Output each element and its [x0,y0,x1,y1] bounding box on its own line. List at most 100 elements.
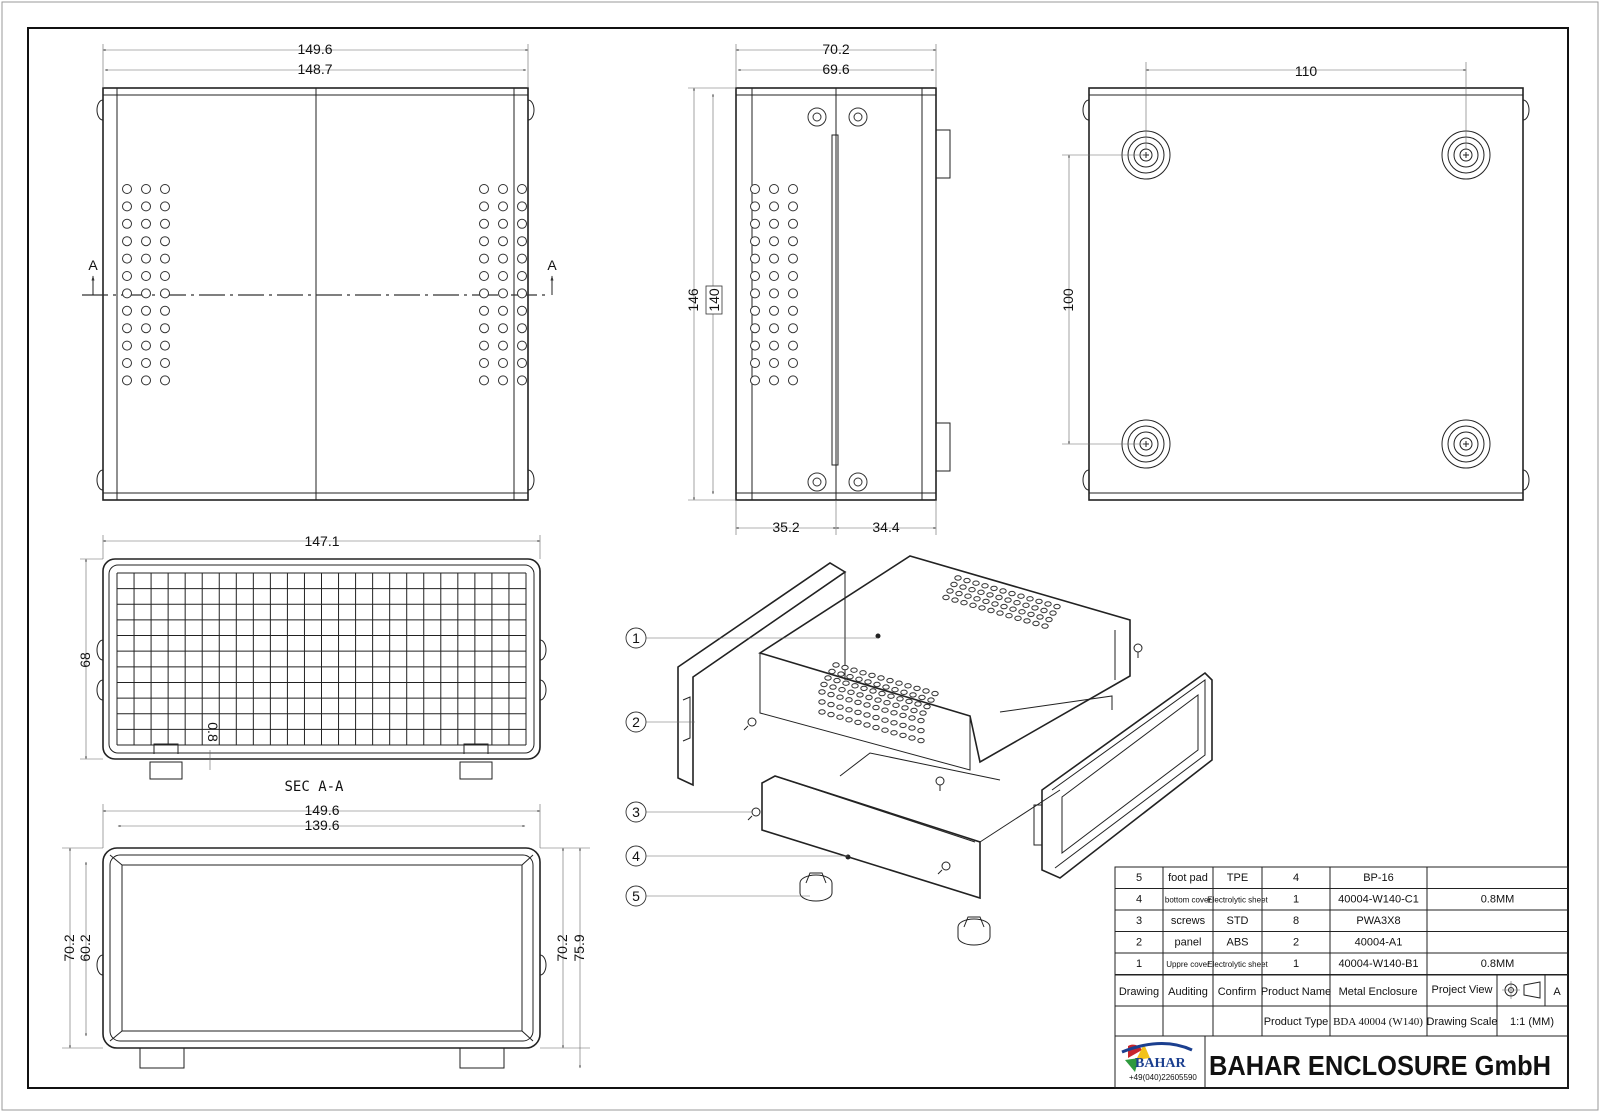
callout-bubble [625,845,647,867]
vent-hole [836,694,844,700]
vent-hole [917,717,925,724]
vent-hole [883,700,891,706]
vent-hole [479,218,489,229]
vent-hole [995,594,1003,601]
company-phone: +49(040)22605590 [1129,1073,1197,1082]
screws [743,643,1143,875]
vent-hole [769,236,779,247]
callout-number: 4 [632,848,640,864]
vent-hole [479,288,489,299]
vent-hole [836,714,844,720]
bom-cell: screws [1171,915,1206,927]
vent-hole [517,184,527,194]
vent-hole [909,692,917,698]
vent-hole [927,697,935,703]
vent-hole [788,236,798,247]
vent-hole [479,201,489,212]
vent-hole [498,236,508,247]
section-marker-right: A [547,257,557,273]
dim-foot-spacing-y: 100 [1060,288,1076,312]
vent-hole [479,305,489,316]
vent-hole [498,340,508,351]
vent-hole [788,340,798,351]
vent-hole [750,375,760,386]
vent-hole [964,593,972,599]
vent-hole [899,712,907,719]
vent-hole [141,323,151,334]
vent-hole [931,690,939,697]
vent-hole [498,288,508,299]
vent-holes-left [122,184,170,386]
bom-cell: 5 [1136,872,1142,884]
vent-hole [479,340,489,351]
bom-cell: 2 [1293,937,1299,949]
vent-hole [498,358,508,368]
vent-hole [954,575,962,581]
foot-pad-ring [1447,425,1485,463]
vent-hole [141,236,151,247]
label-auditing: Auditing [1168,986,1208,998]
vent-holes-right [479,184,527,386]
vent-hole [1009,606,1017,612]
bom-cell: BP-16 [1363,872,1394,884]
vent-hole [901,705,909,711]
vent-hole [951,597,959,603]
bom-cell: 40004-W140-B1 [1338,958,1418,970]
vent-hole [479,375,489,386]
vent-hole [517,236,527,247]
dim-section-wall: 0.8 [205,722,221,742]
vent-hole [769,218,779,229]
vent-hole [750,323,760,334]
vent-hole [160,236,170,247]
vent-hole [1026,596,1034,602]
vent-hole [769,288,779,299]
bom-cell: 1 [1293,958,1299,970]
dim-front-width-inner: 139.6 [304,817,339,833]
vent-hole [996,610,1004,616]
vent-hole [1023,618,1031,624]
vent-hole [863,712,871,718]
bom-cell: TPE [1227,872,1248,884]
vent-hole [122,201,132,212]
vent-hole [517,323,527,334]
vent-hole [963,577,971,584]
vent-hole [990,585,998,592]
vent-hole [820,681,828,688]
vent-hole [517,271,527,281]
vent-hole [141,184,151,194]
vent-hole [788,323,798,334]
vent-hole [498,305,508,316]
drawing-scale: 1:1 (MM) [1510,1016,1554,1028]
vent-hole [788,253,798,264]
vent-hole [160,340,170,351]
vent-hole [517,305,527,316]
vent-hole [968,587,976,593]
vent-hole [918,694,926,701]
vent-hole [788,271,798,281]
vent-hole [855,676,863,682]
bom-cell: foot pad [1168,872,1208,884]
bom-cell: STD [1227,915,1249,927]
bom-cell: 40004-A1 [1355,937,1403,949]
bom-cell: Uppre cover [1166,960,1210,969]
vent-hole [854,719,862,726]
vent-hole [769,253,779,264]
bom-cell: 8 [1293,915,1299,927]
vent-hole [981,583,989,589]
vent-hole [873,681,881,688]
vent-hole [141,218,151,229]
bom-cell: 2 [1136,937,1142,949]
bom-cell: 4 [1293,872,1299,884]
bom-cell: PWA3X8 [1356,915,1400,927]
top-view: 149.6 148.7 A A [82,41,557,501]
label-drawing: Drawing [1119,986,1159,998]
vent-hole [122,253,132,264]
vent-hole [1031,605,1039,611]
vent-hole [479,236,489,247]
dim-front-width-outer: 149.6 [304,802,339,818]
vent-hole [1000,603,1008,610]
company-name: BAHAR ENCLOSURE GmbH [1209,1050,1551,1081]
dim-side-width-outer: 70.2 [822,41,849,57]
